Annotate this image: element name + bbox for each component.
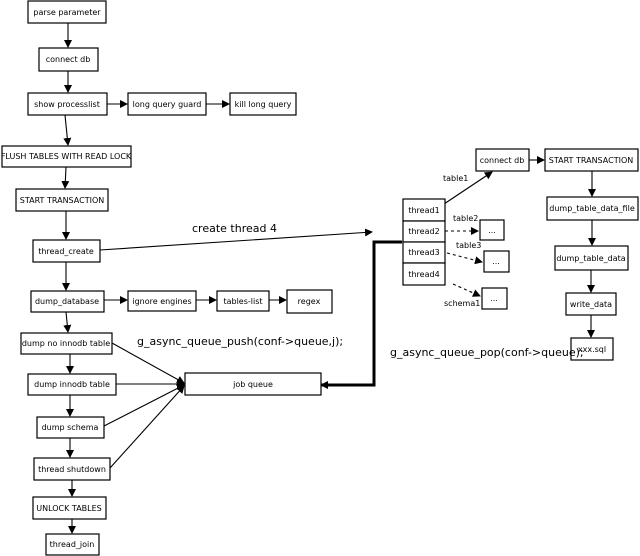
- edge-processlist-to-flush: [63, 114, 72, 146]
- edge-thread4-to-job: [452, 283, 481, 297]
- node-label: dump_database: [35, 297, 99, 306]
- node-kill-long-query: kill long query: [229, 92, 297, 116]
- thread-pool: thread1 thread2 thread3 thread4: [402, 198, 446, 286]
- node-label: dump innodb table: [34, 380, 110, 389]
- node-dump-no-innodb: dump no innodb table: [20, 332, 113, 355]
- node-dump-schema: dump schema: [36, 416, 105, 439]
- node-label: ...: [492, 257, 500, 266]
- table1-label: table1: [443, 174, 468, 183]
- thread4-label: thread4: [408, 270, 439, 279]
- node-label: parse parameter: [33, 8, 101, 17]
- node-tables-list: tables-list: [216, 290, 270, 312]
- node-dump-database: dump_database: [30, 290, 105, 313]
- thread3-label: thread3: [408, 248, 439, 257]
- thread2-label: thread2: [408, 227, 439, 236]
- edge-flush-to-start: [61, 166, 70, 189]
- node-label: connect db: [480, 156, 525, 165]
- node-connect-db: connect db: [38, 47, 99, 72]
- node-start-transaction: START TRANSACTION: [15, 188, 109, 212]
- node-label: kill long query: [235, 100, 292, 109]
- node-thread-shutdown: thread shutdown: [33, 457, 111, 481]
- node-ellipsis-2: ...: [483, 250, 510, 273]
- node-regex: regex: [286, 289, 333, 314]
- create-thread-label: create thread 4: [192, 222, 277, 235]
- edge-threads-to-queue: [320, 240, 402, 389]
- node-dump-innodb: dump innodb table: [27, 373, 117, 396]
- thread4-cell: [402, 262, 446, 286]
- edge-shutdown-to-queue: [109, 385, 185, 469]
- node-label: show processlist: [34, 100, 100, 109]
- node-long-query-guard: long query guard: [127, 92, 207, 116]
- node-write-data: write_data: [565, 292, 617, 316]
- schema1-label: schema1: [444, 299, 480, 308]
- node-label: ...: [488, 226, 496, 235]
- edges: [61, 23, 596, 534]
- queue-push-label: g_async_queue_push(conf->queue,j);: [137, 335, 343, 348]
- node-label: regex: [298, 297, 321, 306]
- table2-label: table2: [453, 214, 478, 223]
- node-label: connect db: [46, 55, 91, 64]
- node-parse-parameter: parse parameter: [27, 0, 107, 24]
- node-label: START TRANSACTION: [549, 156, 633, 165]
- node-job-queue: job queue: [184, 372, 322, 396]
- node-label: xxx.sql: [578, 345, 606, 354]
- node-label: START TRANSACTION: [20, 196, 104, 205]
- node-thread-start-transaction: START TRANSACTION: [544, 148, 639, 172]
- edge-dumpdb-to-noinnodb: [63, 311, 72, 333]
- node-label: FLUSH TABLES WITH READ LOCK: [1, 152, 132, 161]
- node-label: write_data: [570, 300, 612, 309]
- node-label: dump_table_data: [556, 254, 625, 263]
- node-unlock-tables: UNLOCK TABLES: [32, 496, 107, 520]
- node-ellipsis-1: ...: [479, 219, 505, 241]
- node-thread-join: thread_join: [45, 533, 100, 556]
- node-label: dump no innodb table: [22, 339, 110, 348]
- node-label: dump_table_data_file: [549, 204, 635, 213]
- node-show-processlist: show processlist: [27, 92, 108, 116]
- node-thread-create: thread_create: [32, 239, 101, 263]
- edge-thread3-to-job: [446, 252, 483, 265]
- node-flush-tables: FLUSH TABLES WITH READ LOCK: [1, 145, 132, 168]
- node-ellipsis-3: ...: [481, 287, 508, 310]
- node-label: UNLOCK TABLES: [36, 504, 102, 513]
- node-label: ...: [490, 294, 498, 303]
- edge-schema-to-queue: [103, 384, 185, 427]
- thread1-label: thread1: [408, 206, 439, 215]
- node-label: long query guard: [133, 100, 202, 109]
- node-xxx-sql: xxx.sql: [570, 337, 614, 361]
- node-label: thread shutdown: [38, 465, 106, 474]
- node-label: thread_join: [50, 540, 95, 549]
- table3-label: table3: [456, 241, 481, 250]
- node-dump-table-data: dump_table_data: [554, 245, 629, 271]
- node-dump-table-data-file: dump_table_data_file: [546, 196, 639, 221]
- queue-pop-label: g_async_queue_pop(conf->queue);: [390, 346, 584, 359]
- node-label: thread_create: [38, 247, 94, 256]
- edge-noinnodb-to-queue: [111, 342, 185, 384]
- node-label: job queue: [232, 380, 273, 389]
- node-label: tables-list: [223, 297, 262, 306]
- node-thread-connect-db: connect db: [475, 148, 530, 172]
- node-label: dump schema: [42, 423, 99, 432]
- node-label: ignore engines: [132, 297, 191, 306]
- edge-threadcreate-to-threads: [99, 228, 373, 251]
- node-ignore-engines: ignore engines: [127, 290, 197, 312]
